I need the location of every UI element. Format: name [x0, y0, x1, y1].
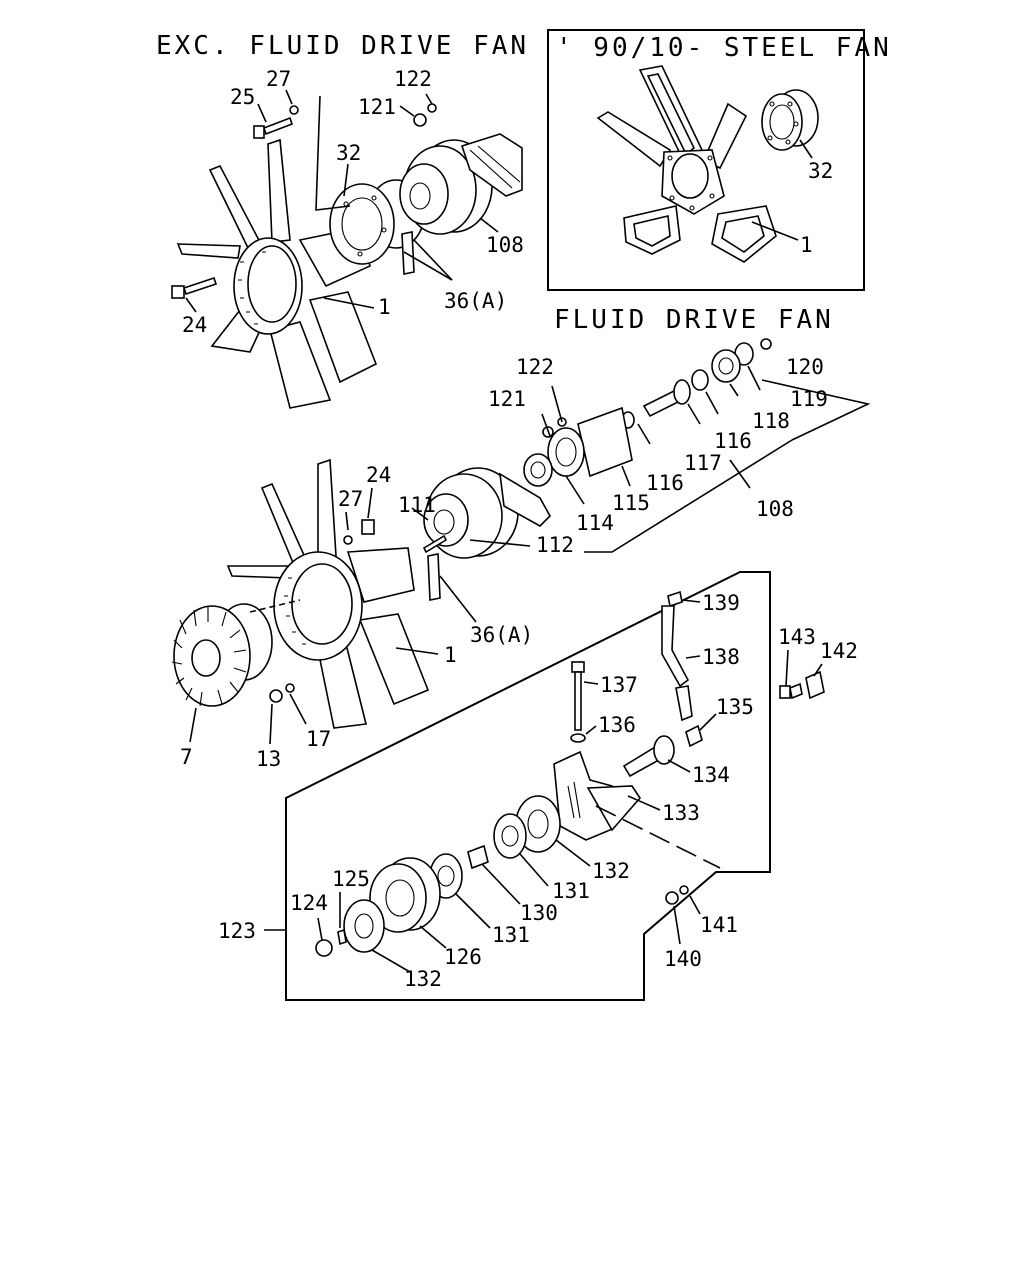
label-137: 137 — [600, 673, 638, 697]
label-13: 13 — [256, 747, 281, 771]
stud-111 — [422, 534, 448, 554]
label-32-exc: 32 — [336, 141, 361, 165]
label-1-exc: 1 — [378, 295, 391, 319]
bolt-25 — [253, 116, 294, 139]
nut-121-exc — [413, 113, 427, 127]
label-143: 143 — [778, 625, 816, 649]
label-139: 139 — [702, 591, 740, 615]
label-24-fluid: 24 — [366, 463, 391, 487]
label-108-fluid: 108 — [756, 497, 794, 521]
label-27-exc: 27 — [266, 67, 291, 91]
label-117: 117 — [684, 451, 722, 475]
label-36a-exc: 36(A) — [444, 289, 507, 313]
label-1-inset: 1 — [800, 233, 813, 257]
label-133: 133 — [662, 801, 700, 825]
label-121-exc: 121 — [358, 95, 396, 119]
label-111: 111 — [398, 493, 436, 517]
idler-assembly-frame — [285, 571, 771, 1001]
bolt-24-exc — [171, 276, 218, 299]
label-25: 25 — [230, 85, 255, 109]
label-1-fluid: 1 — [444, 643, 457, 667]
label-120: 120 — [786, 355, 824, 379]
label-115: 115 — [612, 491, 650, 515]
coupling-32-inset — [761, 89, 819, 151]
label-132-b: 132 — [404, 967, 442, 991]
label-123: 123 — [218, 919, 256, 943]
pulley-108-exc — [399, 133, 523, 235]
label-134: 134 — [692, 763, 730, 787]
label-142: 142 — [820, 639, 858, 663]
label-132-a: 132 — [592, 859, 630, 883]
washer-27-exc — [289, 105, 299, 115]
pulley-112 — [423, 467, 551, 559]
label-24-exc: 24 — [182, 313, 207, 337]
label-122-exc: 122 — [394, 67, 432, 91]
fluid-drive-hub-parts — [523, 338, 772, 487]
label-131-b: 131 — [492, 923, 530, 947]
nut-13 — [269, 689, 283, 703]
label-124: 124 — [290, 891, 328, 915]
label-7: 7 — [180, 745, 193, 769]
label-27-fluid: 27 — [338, 487, 363, 511]
washer-27-fluid — [343, 535, 353, 545]
belt-36-exc — [401, 231, 415, 275]
label-140: 140 — [664, 947, 702, 971]
title-fluid-drive-fan: FLUID DRIVE FAN — [554, 305, 834, 335]
label-126: 126 — [444, 945, 482, 969]
label-135: 135 — [716, 695, 754, 719]
fluid-clutch-7 — [171, 603, 273, 707]
steel-fan-assembly — [596, 65, 777, 263]
label-32-inset: 32 — [808, 159, 833, 183]
fan-1-fluid — [226, 458, 430, 729]
label-17: 17 — [306, 727, 331, 751]
label-138: 138 — [702, 645, 740, 669]
label-130: 130 — [520, 901, 558, 925]
label-119: 119 — [790, 387, 828, 411]
label-114: 114 — [576, 511, 614, 535]
label-141: 141 — [700, 913, 738, 937]
nut-24-fluid — [361, 519, 375, 535]
washer-122-exc — [427, 103, 437, 113]
title-steel-fan: ' 90/10- STEEL FAN — [556, 33, 892, 63]
label-36a-fluid: 36(A) — [470, 623, 533, 647]
steel-fan-inset-frame — [547, 29, 865, 291]
label-116-a: 116 — [714, 429, 752, 453]
label-116-b: 116 — [646, 471, 684, 495]
label-112: 112 — [536, 533, 574, 557]
title-exc-fluid-drive-fan: EXC. FLUID DRIVE FAN — [156, 31, 529, 61]
washer-17 — [285, 683, 295, 693]
label-125: 125 — [332, 867, 370, 891]
label-108-exc: 108 — [486, 233, 524, 257]
label-131-a: 131 — [552, 879, 590, 903]
idler-components — [315, 590, 825, 957]
label-136: 136 — [598, 713, 636, 737]
belt-36-fluid — [427, 553, 441, 601]
label-118: 118 — [752, 409, 790, 433]
label-121-fluid: 121 — [488, 387, 526, 411]
label-122-fluid: 122 — [516, 355, 554, 379]
